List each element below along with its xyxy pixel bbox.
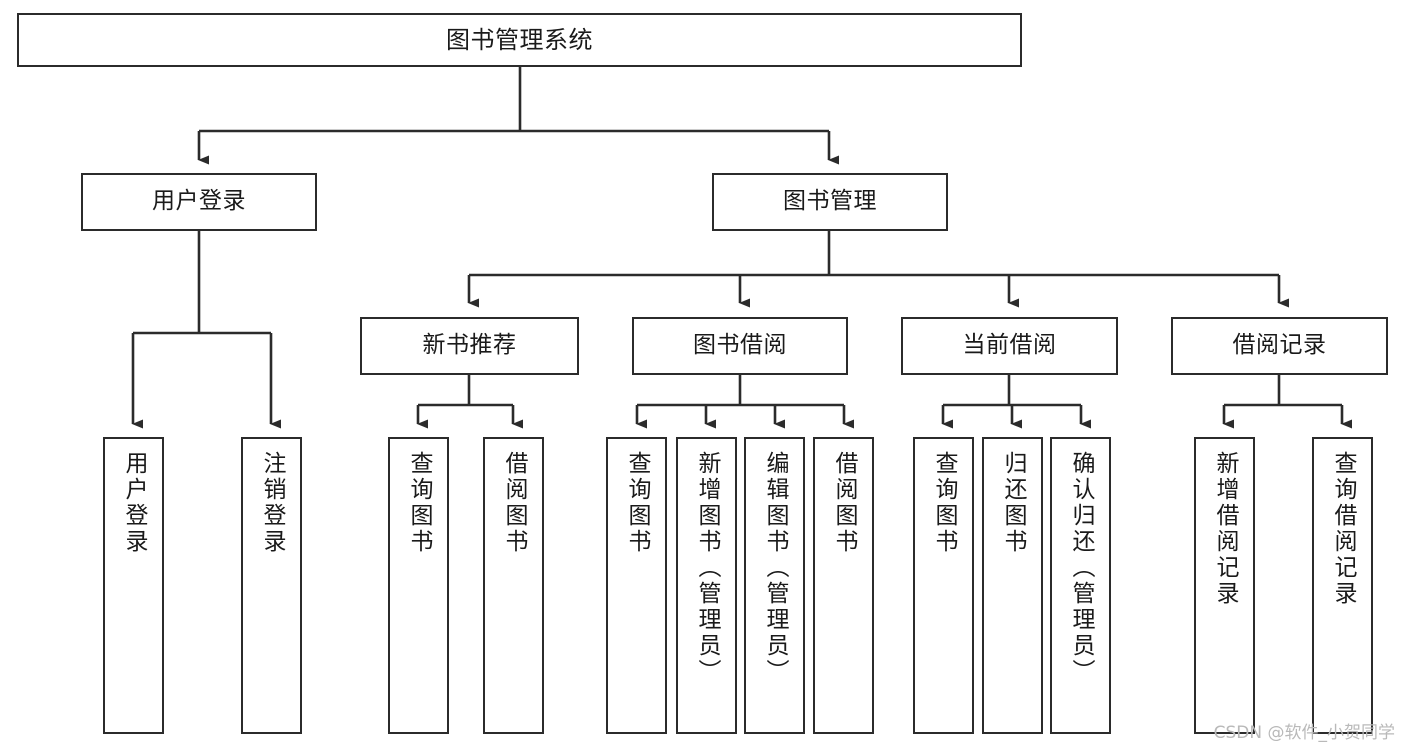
node-label: 借阅图书: [831, 451, 857, 555]
leaf-cb-query-book[interactable]: 查询图书: [913, 437, 974, 734]
node-label: 用户登录: [121, 451, 147, 555]
leaf-logout[interactable]: 注销登录: [241, 437, 302, 734]
node-borrow-record[interactable]: 借阅记录: [1171, 317, 1388, 375]
node-label: 新增图书（管理员）: [694, 451, 720, 685]
node-label: 借阅图书: [501, 451, 527, 555]
leaf-bb-edit-book-admin[interactable]: 编辑图书（管理员）: [744, 437, 805, 734]
leaf-nb-query-book[interactable]: 查询图书: [388, 437, 449, 734]
node-label: 图书管理系统: [446, 25, 593, 54]
leaf-nb-borrow-book[interactable]: 借阅图书: [483, 437, 544, 734]
leaf-cb-return-book[interactable]: 归还图书: [982, 437, 1043, 734]
leaf-user-login[interactable]: 用户登录: [103, 437, 164, 734]
leaf-br-query-record[interactable]: 查询借阅记录: [1312, 437, 1373, 734]
node-label: 查询图书: [624, 451, 650, 555]
node-user-login[interactable]: 用户登录: [81, 173, 317, 231]
node-book-borrow[interactable]: 图书借阅: [632, 317, 848, 375]
node-label: 编辑图书（管理员）: [762, 451, 788, 685]
leaf-bb-borrow-book[interactable]: 借阅图书: [813, 437, 874, 734]
node-label: 查询借阅记录: [1330, 451, 1356, 607]
node-label: 归还图书: [1000, 451, 1026, 555]
node-label: 新增借阅记录: [1212, 451, 1238, 607]
node-book-manage[interactable]: 图书管理: [712, 173, 948, 231]
node-label: 查询图书: [406, 451, 432, 555]
node-label: 图书管理: [783, 188, 877, 215]
node-label: 图书借阅: [693, 332, 787, 359]
node-root-system[interactable]: 图书管理系统: [17, 13, 1022, 67]
node-label: 查询图书: [931, 451, 957, 555]
watermark-text: CSDN @软件_小贺同学: [1213, 723, 1395, 743]
node-new-book-recommend[interactable]: 新书推荐: [360, 317, 579, 375]
node-label: 新书推荐: [422, 332, 517, 359]
node-current-borrow[interactable]: 当前借阅: [901, 317, 1118, 375]
leaf-br-add-record[interactable]: 新增借阅记录: [1194, 437, 1255, 734]
node-label: 借阅记录: [1232, 332, 1327, 359]
leaf-cb-confirm-return-admin[interactable]: 确认归还（管理员）: [1050, 437, 1111, 734]
leaf-bb-query-book[interactable]: 查询图书: [606, 437, 667, 734]
node-label: 用户登录: [152, 188, 246, 215]
node-label: 当前借阅: [962, 332, 1057, 359]
node-label: 注销登录: [259, 451, 285, 555]
leaf-bb-add-book-admin[interactable]: 新增图书（管理员）: [676, 437, 737, 734]
node-label: 确认归还（管理员）: [1068, 451, 1094, 685]
